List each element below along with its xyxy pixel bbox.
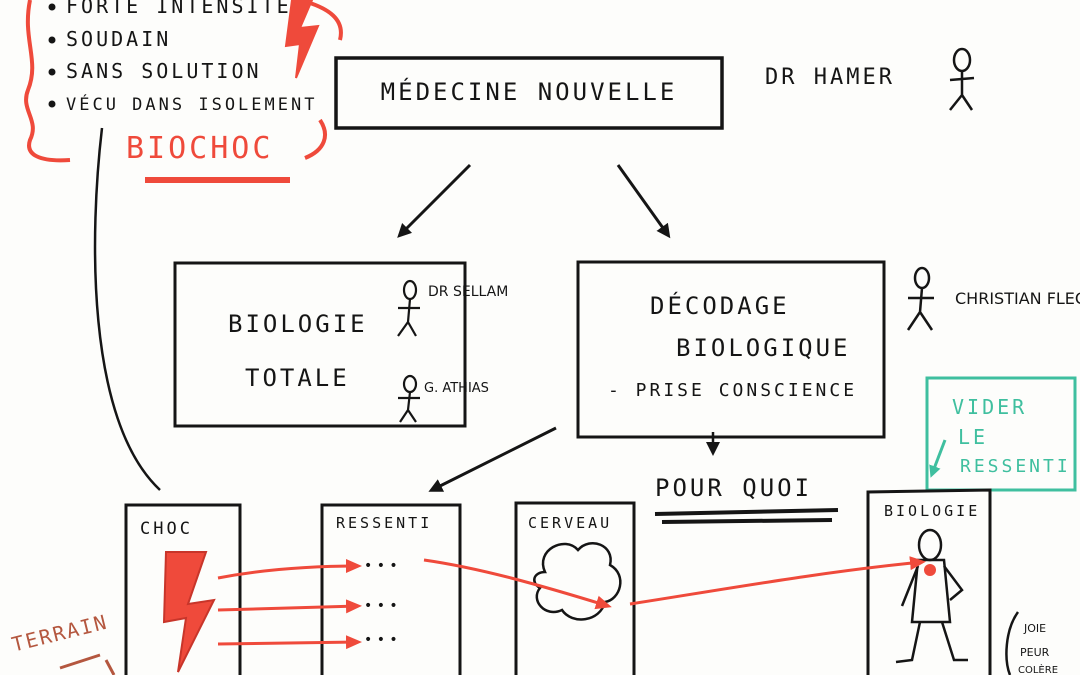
column-title: RESSENTI xyxy=(336,514,432,532)
why-label: POUR QUOI xyxy=(655,474,812,502)
node-label: BIOLOGIQUE xyxy=(676,334,851,362)
bullet-text: FORTE INTENSITÉ xyxy=(66,0,292,18)
emotion-label: PEUR xyxy=(1020,646,1050,659)
intro-bullet-group: FORTE INTENSITÉ SOUDAIN SANS SOLUTION VÉ… xyxy=(24,0,343,183)
node-decodage-biologique: DÉCODAGE BIOLOGIQUE - PRISE CONSCIENCE xyxy=(576,260,886,439)
bullet-text: VÉCU DANS ISOLEMENT xyxy=(66,93,317,115)
emotion-bracket xyxy=(1005,611,1020,675)
node-box xyxy=(334,56,724,130)
note-text: LE xyxy=(958,425,988,449)
column-title: CHOC xyxy=(140,519,193,539)
node-label: - PRISE CONSCIENCE xyxy=(608,380,857,401)
column-title: BIOLOGIE xyxy=(884,502,980,520)
ellipsis-marker: • • • xyxy=(364,632,398,648)
author-label: CHRISTIAN FLECHE xyxy=(955,289,1080,308)
column-frame xyxy=(320,503,462,675)
lightning-icon xyxy=(162,551,216,673)
bullet-dot xyxy=(48,3,56,11)
column-cerveau: CERVEAU xyxy=(514,501,636,675)
connector-curve xyxy=(93,127,161,491)
ellipsis-marker: • • • xyxy=(364,598,398,614)
red-arrow xyxy=(629,556,926,606)
column-ressenti: RESSENTI • • • • • • • • • xyxy=(320,503,462,675)
red-arrow xyxy=(423,558,612,610)
why-underline xyxy=(654,508,839,524)
lightning-icon xyxy=(284,0,320,79)
green-note: VIDER LE RESSENTI xyxy=(925,376,1077,492)
emotion-label: JOIE xyxy=(1023,622,1046,635)
bullet-text: SANS SOLUTION xyxy=(66,59,262,83)
bullet-dot xyxy=(48,68,56,76)
column-biologie: BIOLOGIE xyxy=(866,488,992,675)
red-arrow xyxy=(217,599,362,614)
stick-figure-icon xyxy=(398,374,420,423)
node-medecine-nouvelle: MÉDECINE NOUVELLE xyxy=(334,56,724,130)
brain-icon xyxy=(533,541,622,621)
author-label: DR SELLAM xyxy=(428,284,508,300)
stick-figure-icon xyxy=(906,266,934,331)
terrain-stroke xyxy=(104,659,116,675)
node-biologie-totale: BIOLOGIE TOTALE DR SELLAM G. ATHIAS xyxy=(173,261,508,428)
stick-figure-icon xyxy=(397,279,420,337)
red-arrow xyxy=(217,635,362,650)
column-title: CERVEAU xyxy=(528,514,612,532)
column-frame xyxy=(124,503,242,675)
ellipsis-marker: • • • xyxy=(364,558,398,574)
terrain-arrow xyxy=(59,653,101,670)
node-label: BIOLOGIE xyxy=(228,310,368,338)
arrow-to-decodage xyxy=(616,164,671,239)
green-arrow xyxy=(929,439,947,478)
biochoc-label: BIOCHOC xyxy=(126,131,273,166)
column-frame xyxy=(866,488,992,675)
column-choc: CHOC xyxy=(124,503,242,675)
author-label: G. ATHIAS xyxy=(424,381,489,396)
body-marker xyxy=(924,564,936,576)
emotion-label: COLÈRE xyxy=(1018,663,1058,675)
node-box xyxy=(576,260,886,439)
bullet-dot xyxy=(48,36,56,44)
note-box xyxy=(925,376,1077,492)
stick-figure-icon xyxy=(949,47,975,111)
note-text: VIDER xyxy=(952,395,1027,419)
node-label: TOTALE xyxy=(245,364,350,392)
terrain-label: TERRAIN xyxy=(9,610,110,657)
bullet-text: SOUDAIN xyxy=(66,27,171,51)
node-box xyxy=(173,261,467,428)
arrow-to-biologie-totale xyxy=(397,163,472,238)
bullet-dot xyxy=(48,100,56,108)
author-label: DR HAMER xyxy=(765,65,895,90)
stick-figure-icon xyxy=(895,528,968,664)
red-arrow xyxy=(217,559,362,580)
column-frame xyxy=(514,501,636,675)
node-label: DÉCODAGE xyxy=(650,291,790,320)
node-label: MÉDECINE NOUVELLE xyxy=(381,77,678,106)
arrow-to-ressenti xyxy=(428,426,557,492)
note-text: RESSENTI xyxy=(960,456,1071,477)
